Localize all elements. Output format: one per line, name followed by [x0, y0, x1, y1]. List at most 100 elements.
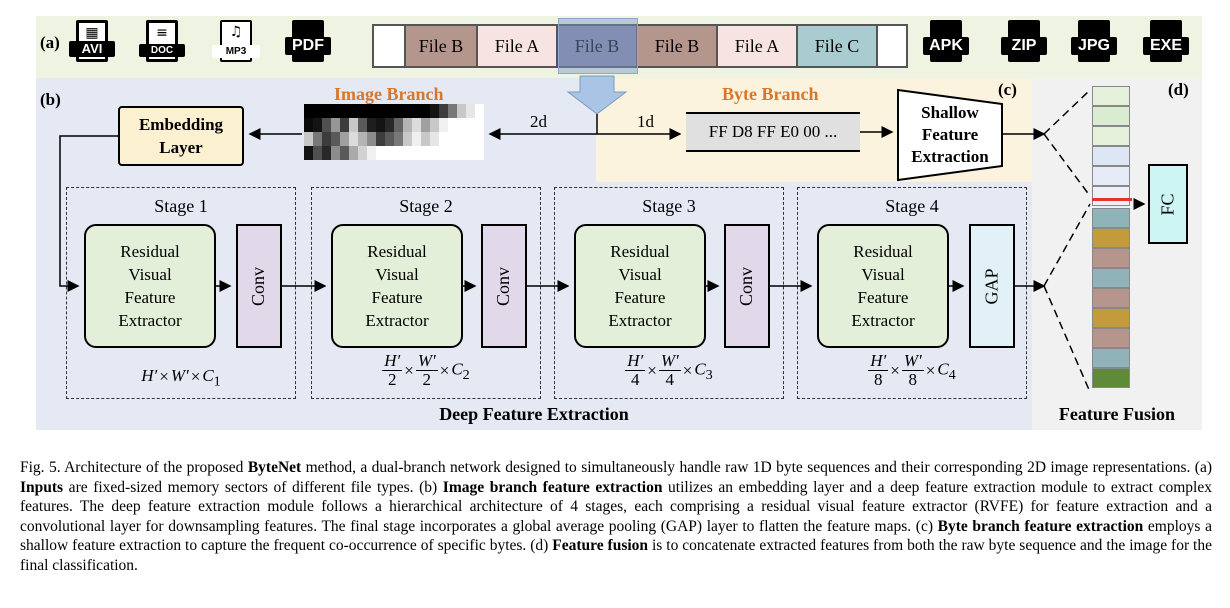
fusion-cell-image [1092, 368, 1130, 388]
image-pixel [331, 146, 340, 160]
architecture-figure: (a) (b) (c) (d) ▦ AVI ≡ DOC ♫ MP3 PDF Fi… [36, 16, 1202, 430]
image-pixel [313, 132, 322, 146]
conv-box-stage-2: Conv [481, 224, 527, 348]
fusion-cell-byte [1092, 186, 1130, 206]
image-pixel [385, 118, 394, 132]
image-pixel [466, 104, 475, 118]
image-pixel [475, 104, 484, 118]
image-pixel [376, 118, 385, 132]
panel-label-c: (c) [998, 80, 1017, 99]
stage-1-title: Stage 1 [154, 196, 208, 216]
image-pixel [394, 132, 403, 146]
image-branch-title: Image Branch [334, 84, 444, 104]
apk-file-icon: APK [923, 20, 969, 62]
jpg-file-label: JPG [1071, 37, 1117, 55]
dim-2d-label: 2d [530, 112, 547, 131]
deep-feature-extraction-label: Deep Feature Extraction [439, 404, 629, 424]
image-pixel [349, 146, 358, 160]
image-pixel [340, 118, 349, 132]
image-pixel [322, 146, 331, 160]
fusion-cell-image [1092, 308, 1130, 328]
byte-image-representation [304, 104, 484, 160]
image-pixel [331, 104, 340, 118]
image-pixel [448, 104, 457, 118]
embedding-layer-box: Embedding Layer [118, 106, 244, 166]
stage-3-dims: H′4×W′4×C3 [625, 351, 713, 389]
image-pixel [340, 132, 349, 146]
film-glyph-icon: ▦ [85, 25, 99, 41]
conv-box-stage-1: Conv [236, 224, 282, 348]
stage-2-title: Stage 2 [399, 196, 453, 216]
image-pixel [349, 132, 358, 146]
segment-file-b: File B [638, 24, 718, 68]
image-pixel [466, 132, 475, 146]
image-pixel [322, 104, 331, 118]
image-pixel [412, 104, 421, 118]
panel-label-d: (d) [1168, 80, 1189, 99]
image-pixel [331, 118, 340, 132]
avi-file-icon: ▦ AVI [69, 20, 115, 62]
exe-file-label: EXE [1143, 37, 1189, 55]
image-pixel [376, 146, 385, 160]
image-pixel [304, 104, 313, 118]
apk-file-label: APK [923, 37, 969, 55]
stage-4-title: Stage 4 [885, 196, 939, 216]
image-pixel [367, 132, 376, 146]
image-pixel [475, 118, 484, 132]
image-pixel [403, 104, 412, 118]
image-pixel [421, 146, 430, 160]
stage-2-container [311, 187, 541, 399]
selected-sector-highlight [558, 18, 638, 74]
image-pixel [358, 146, 367, 160]
fusion-cell-image [1092, 268, 1130, 288]
image-pixel [421, 132, 430, 146]
zip-file-icon: ZIP [1001, 20, 1047, 62]
segment-file-b-selected: File B [558, 24, 638, 68]
conv-box-stage-3: Conv [724, 224, 770, 348]
fusion-cell-image [1092, 328, 1130, 348]
exe-file-icon: EXE [1143, 20, 1189, 62]
stage-4-dims: H′8×W′8×C4 [868, 351, 956, 389]
image-pixel [457, 146, 466, 160]
segment-blank-right [878, 24, 908, 68]
image-pixel [430, 132, 439, 146]
image-pixel [385, 132, 394, 146]
image-pixel [421, 104, 430, 118]
byte-sequence-text: FF D8 FF E0 00 ... [708, 122, 838, 141]
image-pixel [349, 118, 358, 132]
image-pixel [430, 118, 439, 132]
image-pixel [403, 118, 412, 132]
image-pixel [412, 132, 421, 146]
music-note-glyph-icon: ♫ [229, 24, 243, 40]
text-lines-glyph-icon: ≡ [156, 25, 168, 41]
image-pixel [313, 146, 322, 160]
image-pixel [376, 104, 385, 118]
image-pixel [376, 132, 385, 146]
image-pixel [394, 118, 403, 132]
fc-layer-label: FC [1157, 192, 1178, 216]
image-pixel [448, 118, 457, 132]
segment-file-a: File A [718, 24, 798, 68]
image-pixel [412, 146, 421, 160]
image-pixel [466, 118, 475, 132]
image-pixel [385, 104, 394, 118]
image-pixel [358, 118, 367, 132]
image-pixel [367, 146, 376, 160]
doc-file-label: DOC [139, 44, 185, 57]
gap-box-stage-4: GAP [969, 224, 1015, 348]
fusion-cell-image [1092, 348, 1130, 368]
stage-3-title: Stage 3 [642, 196, 696, 216]
image-pixel [457, 118, 466, 132]
segment-file-c: File C [798, 24, 878, 68]
mp3-file-icon: ♫ MP3 [212, 20, 260, 62]
segment-file-b: File B [406, 24, 478, 68]
image-pixel [430, 104, 439, 118]
image-pixel [439, 118, 448, 132]
embedding-layer-line2: Layer [159, 138, 203, 157]
image-pixel [448, 132, 457, 146]
image-pixel [313, 104, 322, 118]
